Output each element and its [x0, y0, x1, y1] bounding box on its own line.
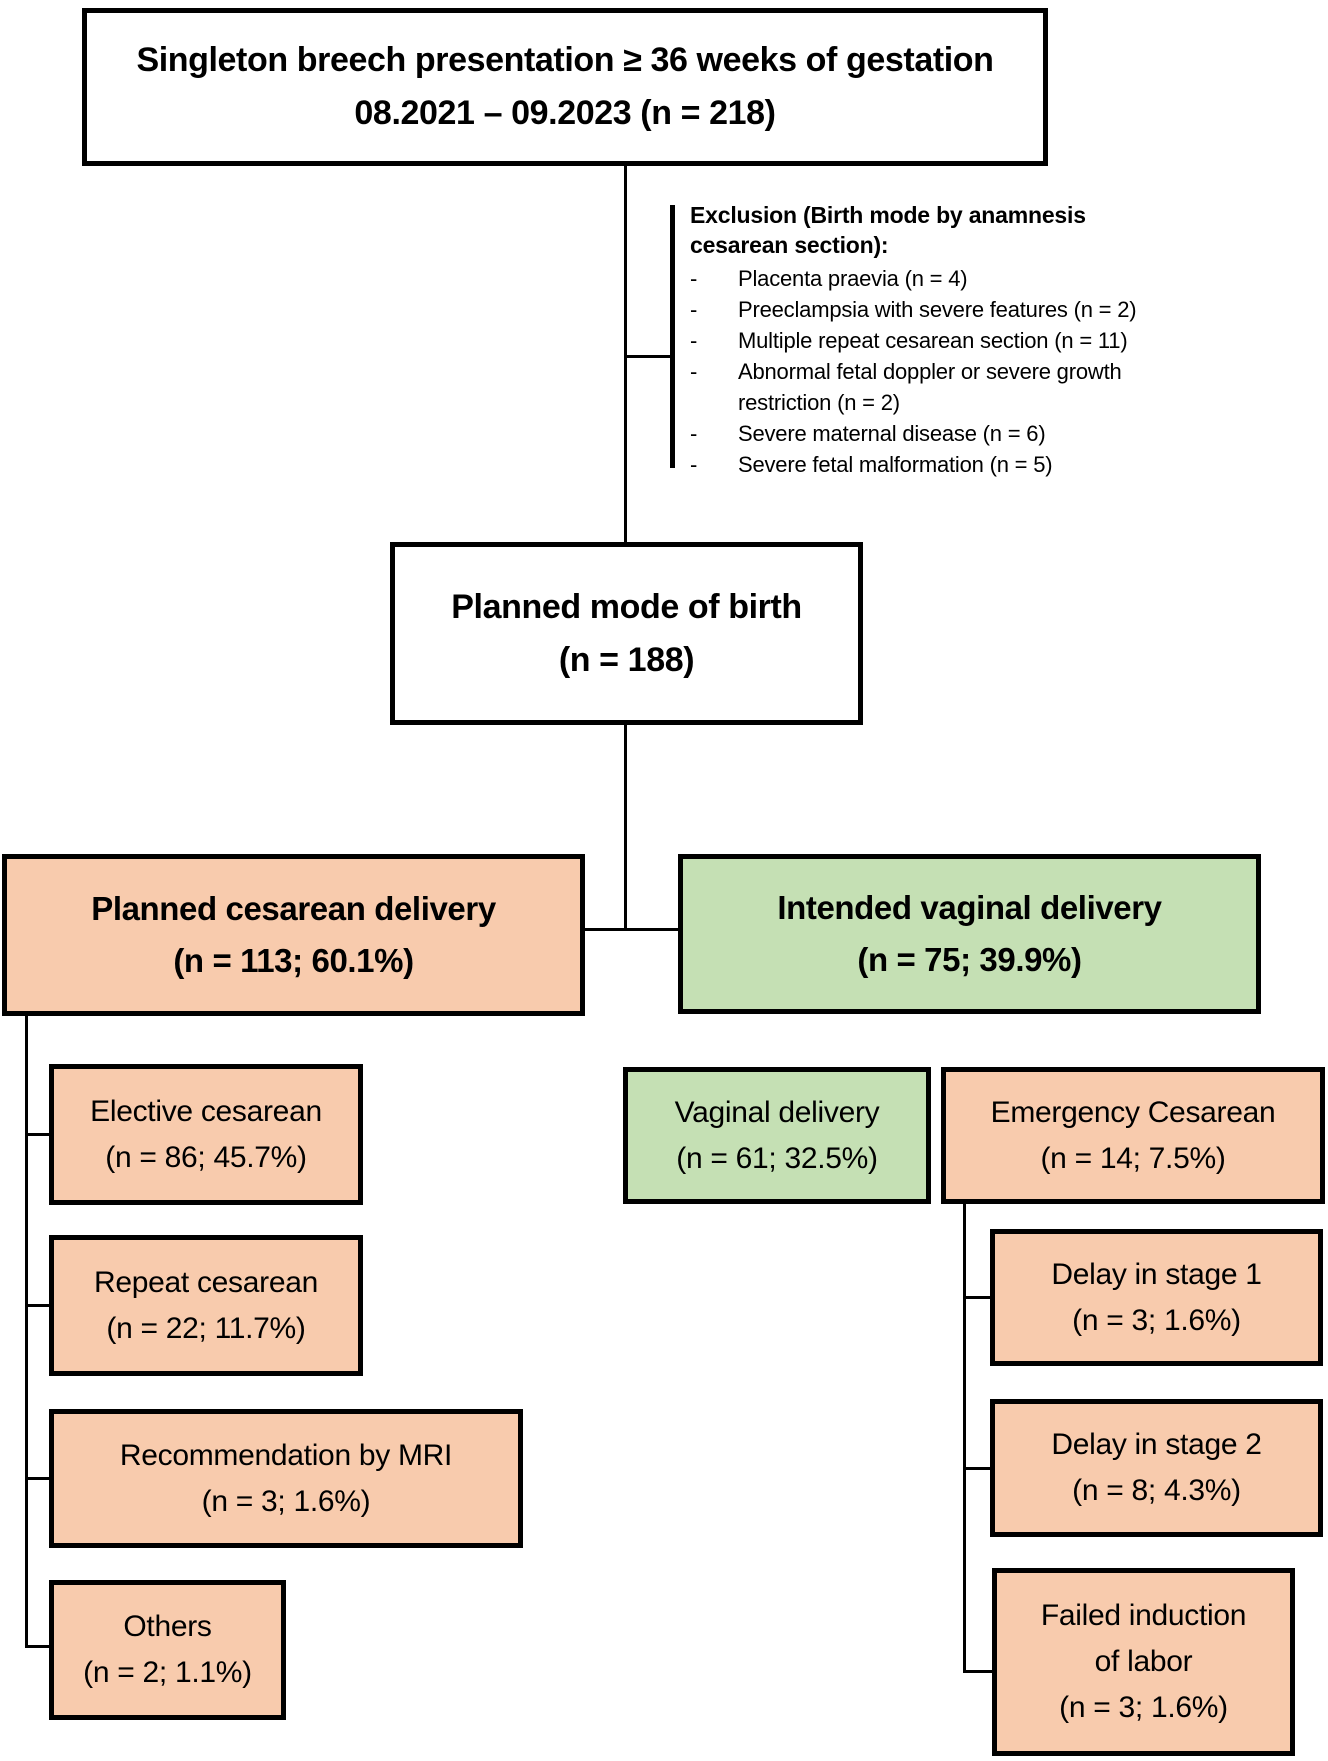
study-population-title: Singleton breech presentation ≥ 36 weeks…	[136, 41, 994, 79]
elective-cesarean-stat: (n = 86; 45.7%)	[105, 1140, 307, 1174]
study-population-period: 08.2021 – 09.2023 (n = 218)	[354, 94, 776, 132]
exclusion-note: Exclusion (Birth mode by anamnesis cesar…	[690, 200, 1200, 480]
emergency-cesarean-stat: (n = 14; 7.5%)	[1040, 1141, 1226, 1175]
emergency-cesarean-label: Emergency Cesarean	[990, 1095, 1276, 1129]
delay-stage2-box: Delay in stage 2 (n = 8; 4.3%)	[990, 1399, 1323, 1537]
intended-vaginal-label: Intended vaginal delivery	[777, 889, 1162, 926]
planned-mode-label: Planned mode of birth	[451, 587, 802, 626]
repeat-cesarean-stat: (n = 22; 11.7%)	[106, 1311, 306, 1345]
stub-failed-induction	[965, 1670, 992, 1673]
elective-cesarean-label: Elective cesarean	[90, 1094, 322, 1128]
delay-stage2-stat: (n = 8; 4.3%)	[1072, 1474, 1241, 1507]
repeat-cesarean-box: Repeat cesarean (n = 22; 11.7%)	[49, 1235, 363, 1376]
planned-cesarean-box: Planned cesarean delivery (n = 113; 60.1…	[2, 854, 585, 1016]
planned-mode-box: Planned mode of birth (n = 188)	[390, 542, 863, 725]
mri-recommendation-box: Recommendation by MRI (n = 3; 1.6%)	[49, 1409, 523, 1548]
stub-delay1	[965, 1296, 990, 1299]
vaginal-delivery-stat: (n = 61; 32.5%)	[676, 1141, 878, 1175]
exclusion-item: - Placenta praevia (n = 4)	[690, 266, 968, 291]
delay-stage1-label: Delay in stage 1	[1051, 1257, 1262, 1291]
mri-recommendation-stat: (n = 3; 1.6%)	[201, 1484, 371, 1518]
planned-mode-stat: (n = 188)	[558, 640, 695, 679]
others-box: Others (n = 2; 1.1%)	[49, 1580, 286, 1720]
planned-cesarean-label: Planned cesarean delivery	[91, 890, 496, 927]
delay-stage1-box: Delay in stage 1 (n = 3; 1.6%)	[990, 1229, 1323, 1366]
mri-recommendation-label: Recommendation by MRI	[119, 1438, 453, 1472]
exclusion-item: - Severe fetal malformation (n = 5)	[690, 452, 1053, 477]
connector-emergency-vertical	[963, 1204, 966, 1673]
others-label: Others	[123, 1610, 212, 1643]
stub-delay2	[965, 1467, 990, 1470]
planned-cesarean-stat: (n = 113; 60.1%)	[173, 942, 414, 979]
exclusion-item: - Multiple repeat cesarean section (n = …	[690, 328, 1128, 353]
repeat-cesarean-label: Repeat cesarean	[94, 1265, 318, 1299]
exclusion-item: - Preeclampsia with severe features (n =…	[690, 297, 1137, 322]
elective-cesarean-box: Elective cesarean (n = 86; 45.7%)	[49, 1064, 363, 1205]
delay-stage2-label: Delay in stage 2	[1051, 1428, 1262, 1461]
connector-planned-mode-to-branches	[624, 725, 627, 931]
delay-stage1-stat: (n = 3; 1.6%)	[1072, 1303, 1241, 1337]
connector-top-to-planned-mode	[624, 166, 627, 543]
failed-induction-stat: (n = 3; 1.6%)	[1059, 1691, 1228, 1724]
emergency-cesarean-box: Emergency Cesarean (n = 14; 7.5%)	[941, 1067, 1325, 1204]
vaginal-delivery-label: Vaginal delivery	[674, 1095, 880, 1129]
failed-induction-box: Failed induction of labor (n = 3; 1.6%)	[992, 1568, 1295, 1756]
connector-cesarean-vertical	[25, 1014, 28, 1648]
stub-repeat	[27, 1304, 49, 1307]
exclusion-item: - Severe maternal disease (n = 6)	[690, 421, 1046, 446]
intended-vaginal-stat: (n = 75; 39.9%)	[857, 941, 1082, 978]
others-stat: (n = 2; 1.1%)	[83, 1656, 252, 1689]
stub-mri	[27, 1477, 49, 1480]
vaginal-delivery-box: Vaginal delivery (n = 61; 32.5%)	[623, 1067, 931, 1204]
connector-exclusion-branch	[626, 355, 672, 358]
intended-vaginal-box: Intended vaginal delivery (n = 75; 39.9%…	[678, 854, 1261, 1014]
exclusion-item: - Abnormal fetal doppler or severe growt…	[690, 359, 1122, 415]
exclusion-list: - Placenta praevia (n = 4) - Preeclampsi…	[690, 263, 1200, 480]
connector-branch-horizontal	[585, 928, 678, 931]
exclusion-title: Exclusion (Birth mode by anamnesis cesar…	[690, 202, 1086, 258]
exclusion-bracket-bar	[670, 205, 675, 468]
stub-elective	[27, 1133, 49, 1136]
stub-others	[27, 1645, 49, 1648]
failed-induction-label: Failed induction of labor	[1040, 1599, 1247, 1678]
study-population-box: Singleton breech presentation ≥ 36 weeks…	[82, 8, 1048, 166]
